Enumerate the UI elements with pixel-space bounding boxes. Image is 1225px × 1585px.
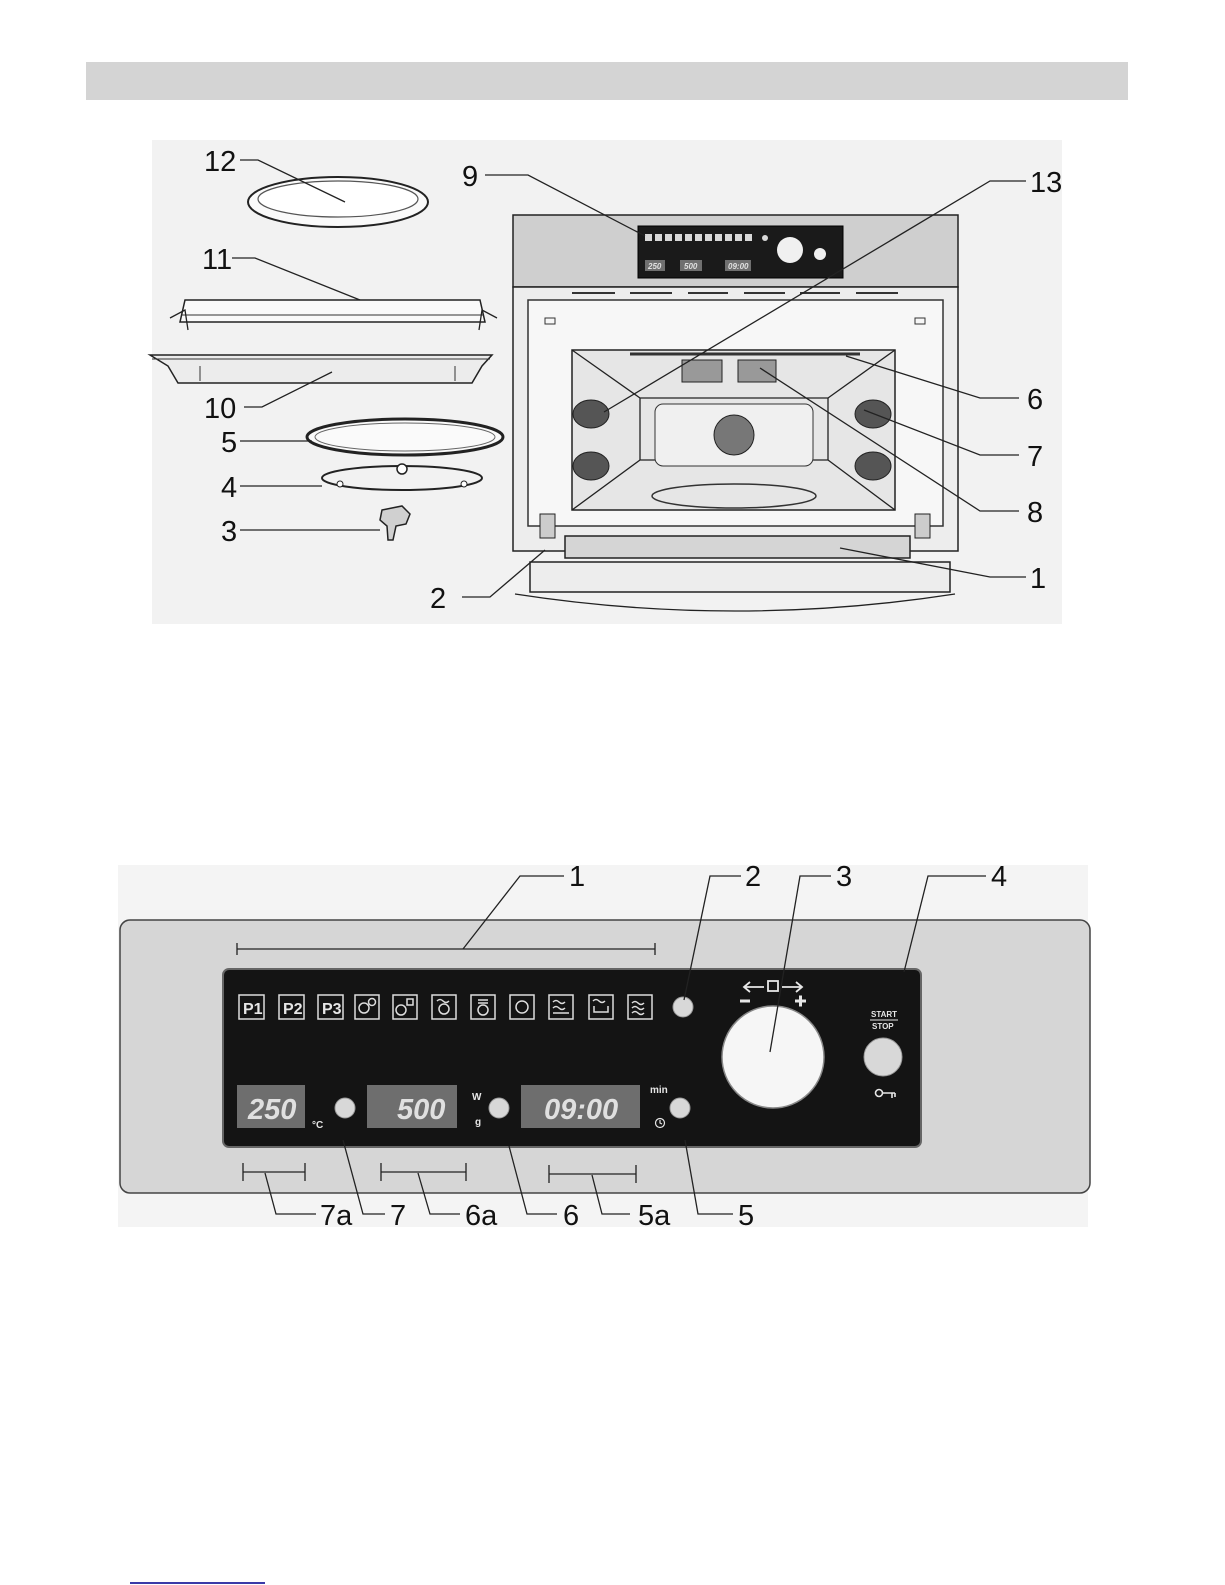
panel-callout-1: 1 xyxy=(569,861,585,893)
temperature-display-value: 250 xyxy=(247,1094,296,1126)
panel-callout-2: 2 xyxy=(745,861,761,893)
function-select-button[interactable] xyxy=(673,997,693,1017)
power-weight-button[interactable] xyxy=(489,1098,509,1118)
minutes-unit: min xyxy=(650,1085,668,1096)
panel-callout-7a: 7a xyxy=(320,1200,353,1232)
program-key-p2-label: P2 xyxy=(283,1001,303,1018)
watt-unit: W xyxy=(472,1092,482,1103)
time-button[interactable] xyxy=(670,1098,690,1118)
program-key-p1-label: P1 xyxy=(243,1001,263,1018)
footer-link-underline[interactable] xyxy=(130,1582,265,1584)
program-key-p3-label: P3 xyxy=(322,1001,342,1018)
callout-7: 7 xyxy=(1027,441,1043,473)
callout-8: 8 xyxy=(1027,497,1043,529)
callout-10: 10 xyxy=(204,393,236,425)
callout-3: 3 xyxy=(221,516,237,548)
control-panel-diagram: P1 P2 P3 START STOP xyxy=(0,860,1225,1240)
panel-callout-6: 6 xyxy=(563,1200,579,1232)
gram-unit: g xyxy=(475,1117,481,1128)
celsius-unit: °C xyxy=(312,1120,323,1131)
mini-weight-display: 500 xyxy=(684,262,698,271)
callout-5: 5 xyxy=(221,427,237,459)
callout-4: 4 xyxy=(221,472,237,504)
panel-callout-7: 7 xyxy=(390,1200,406,1232)
start-stop-button[interactable] xyxy=(864,1038,902,1076)
panel-callout-6a: 6a xyxy=(465,1200,498,1232)
callout-1: 1 xyxy=(1030,563,1046,595)
round-baking-dish xyxy=(248,177,428,227)
time-display-value: 09:00 xyxy=(544,1094,618,1126)
power-weight-display-value: 500 xyxy=(397,1094,445,1126)
stop-label: STOP xyxy=(872,1022,894,1031)
mini-time-display: 09:00 xyxy=(728,262,749,271)
callout-11: 11 xyxy=(202,244,232,276)
control-knob[interactable] xyxy=(722,1006,824,1108)
callout-12: 12 xyxy=(204,146,236,178)
baking-tray xyxy=(150,355,492,383)
start-label: START xyxy=(871,1010,897,1019)
callout-6: 6 xyxy=(1027,384,1043,416)
panel-callout-4: 4 xyxy=(991,861,1007,893)
mini-temp-display: 250 xyxy=(647,262,662,271)
panel-callout-5: 5 xyxy=(738,1200,754,1232)
oven-body: 250 500 09:00 xyxy=(513,215,958,611)
callout-2: 2 xyxy=(430,583,446,615)
oven-exploded-view: 250 500 09:00 xyxy=(0,0,1225,660)
panel-callout-3: 3 xyxy=(836,861,852,893)
callout-13: 13 xyxy=(1030,167,1062,199)
callout-9: 9 xyxy=(462,161,478,193)
turntable-plate xyxy=(307,419,503,455)
panel-callout-5a: 5a xyxy=(638,1200,671,1232)
temperature-button[interactable] xyxy=(335,1098,355,1118)
